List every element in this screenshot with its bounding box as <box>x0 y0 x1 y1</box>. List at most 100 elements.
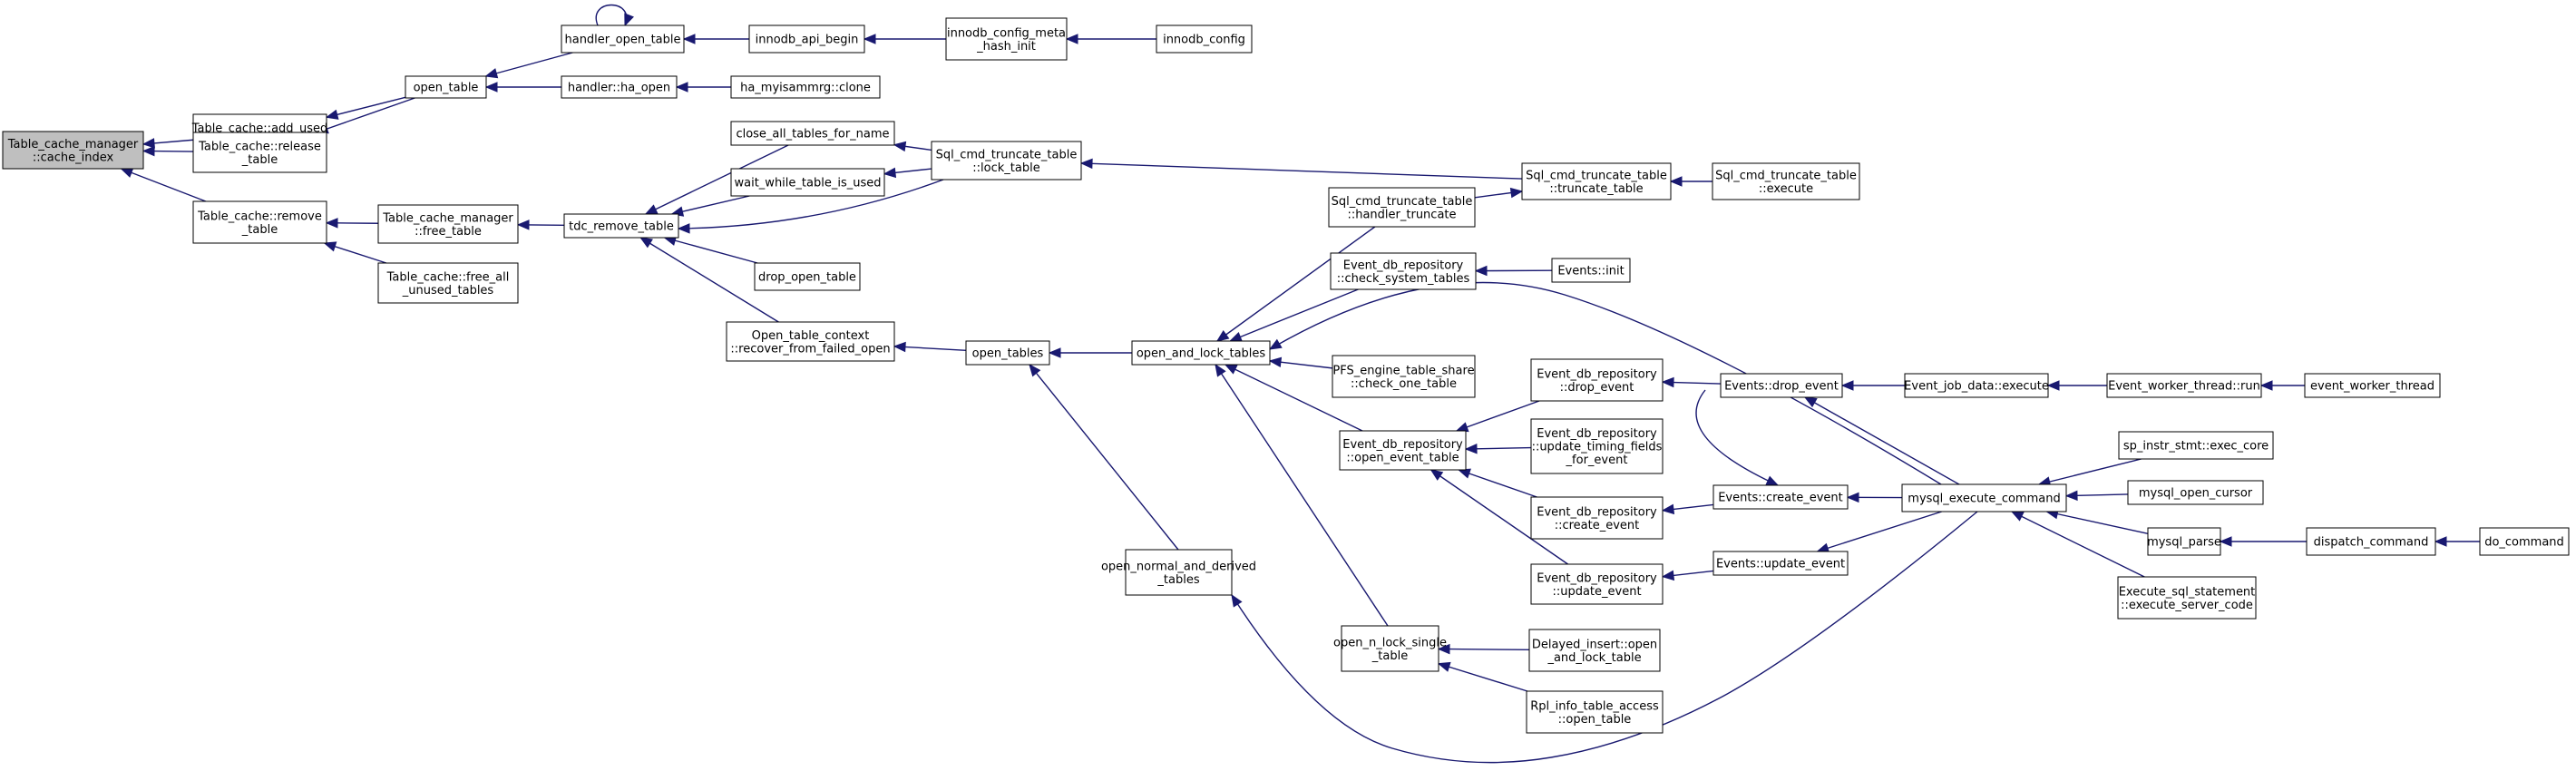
node-box[interactable] <box>561 75 678 99</box>
node-box[interactable] <box>1332 355 1476 398</box>
node-box[interactable] <box>754 262 861 291</box>
node-rpl-info-open-table[interactable]: Rpl_info_table_access::open_table <box>1526 690 1664 734</box>
node-box[interactable] <box>1131 340 1271 366</box>
node-ha-myisammrg-clone[interactable]: ha_myisammrg::clone <box>730 75 881 99</box>
node-event-worker-thread[interactable]: event_worker_thread <box>2304 373 2441 398</box>
node-box[interactable] <box>1526 690 1664 734</box>
node-box[interactable] <box>1901 483 2067 512</box>
node-delayed-insert[interactable]: Delayed_insert::open_and_lock_table <box>1528 629 1661 672</box>
node-drop-open-table[interactable]: drop_open_table <box>754 262 861 291</box>
node-box[interactable] <box>931 141 1082 181</box>
node-tc-free-all-unused[interactable]: Table_cache::free_all_unused_tables <box>377 262 519 304</box>
node-otc-recover[interactable]: Open_table_context::recover_from_failed_… <box>726 321 895 362</box>
node-open-and-lock-tables[interactable]: open_and_lock_tables <box>1131 340 1271 366</box>
node-box[interactable] <box>2118 431 2274 460</box>
node-open-normal-derived[interactable]: open_normal_and_derived_tables <box>1101 549 1256 596</box>
arrowhead-icon <box>1048 347 1061 358</box>
arrowhead-icon <box>1669 176 1683 187</box>
node-events-create-event[interactable]: Events::create_event <box>1712 484 1849 510</box>
node-box[interactable] <box>405 75 487 99</box>
node-tdc-remove-table[interactable]: tdc_remove_table <box>563 213 679 239</box>
node-mysql-parse[interactable]: mysql_parse <box>2147 527 2221 556</box>
node-cache-index[interactable]: Table_cache_manager::cache_index <box>2 131 144 170</box>
node-box[interactable] <box>1156 24 1253 54</box>
node-box[interactable] <box>2479 527 2570 556</box>
node-box[interactable] <box>1341 625 1439 672</box>
node-box[interactable] <box>1125 549 1233 596</box>
node-box[interactable] <box>1339 430 1467 471</box>
node-box[interactable] <box>726 321 895 362</box>
node-box[interactable] <box>2127 480 2264 505</box>
node-box[interactable] <box>563 213 679 239</box>
node-box[interactable] <box>965 340 1050 366</box>
node-open-n-lock-single[interactable]: open_n_lock_single_table <box>1333 625 1447 672</box>
node-edr-open-event-table[interactable]: Event_db_repository::open_event_table <box>1339 430 1467 471</box>
node-handler-open-table[interactable]: handler_open_table <box>561 24 685 54</box>
edge-wait_while_table-to-tdc_remove_table <box>670 195 750 217</box>
node-box[interactable] <box>192 200 327 244</box>
node-edr-drop-event[interactable]: Event_db_repository::drop_event <box>1530 358 1664 402</box>
node-box[interactable] <box>2304 373 2441 398</box>
node-wait-while-table[interactable]: wait_while_table_is_used <box>730 168 885 197</box>
node-mysql-open-cursor[interactable]: mysql_open_cursor <box>2127 480 2264 505</box>
node-handler-ha-open[interactable]: handler::ha_open <box>561 75 678 99</box>
node-box[interactable] <box>1521 162 1672 200</box>
node-open-tables[interactable]: open_tables <box>965 340 1050 366</box>
node-box[interactable] <box>1904 373 2049 398</box>
node-box[interactable] <box>1328 187 1476 228</box>
node-box[interactable] <box>1530 358 1664 402</box>
node-sql-lock-table[interactable]: Sql_cmd_truncate_table::lock_table <box>931 141 1082 181</box>
node-event-worker-run[interactable]: Event_worker_thread::run <box>2106 373 2262 398</box>
node-sql-truncate-table[interactable]: Sql_cmd_truncate_table::truncate_table <box>1521 162 1672 200</box>
node-events-init[interactable]: Events::init <box>1551 258 1631 283</box>
node-box[interactable] <box>730 168 885 197</box>
node-box[interactable] <box>1551 258 1631 283</box>
node-box[interactable] <box>1530 418 1664 474</box>
node-close-all-tables[interactable]: close_all_tables_for_name <box>730 121 895 146</box>
node-box[interactable] <box>1530 496 1664 540</box>
node-innodb-config[interactable]: innodb_config <box>1156 24 1253 54</box>
node-events-update-event[interactable]: Events::update_event <box>1712 551 1849 576</box>
node-sql-handler-truncate[interactable]: Sql_cmd_truncate_table::handler_truncate <box>1328 187 1476 228</box>
node-dispatch-command[interactable]: dispatch_command <box>2306 527 2436 556</box>
node-box[interactable] <box>945 17 1068 61</box>
node-box[interactable] <box>2106 373 2262 398</box>
node-remove-table[interactable]: Table_cache::remove_table <box>192 200 327 244</box>
node-box[interactable] <box>748 24 865 54</box>
node-box[interactable] <box>1712 484 1849 510</box>
node-innodb-config-meta[interactable]: innodb_config_meta_hash_init <box>945 17 1068 61</box>
node-edr-check-system[interactable]: Event_db_repository::check_system_tables <box>1330 252 1477 290</box>
node-edr-create-event[interactable]: Event_db_repository::create_event <box>1530 496 1664 540</box>
node-box[interactable] <box>1720 373 1843 398</box>
node-box[interactable] <box>192 132 327 173</box>
node-box[interactable] <box>1530 563 1664 605</box>
node-box[interactable] <box>1330 252 1477 290</box>
node-sp-instr-exec-core[interactable]: sp_instr_stmt::exec_core <box>2118 431 2274 460</box>
node-box[interactable] <box>1528 629 1661 672</box>
node-box[interactable] <box>2117 576 2257 620</box>
node-box[interactable] <box>1712 162 1860 200</box>
node-label: ::execute_server_code <box>2121 599 2253 612</box>
node-innodb-api-begin[interactable]: innodb_api_begin <box>748 24 865 54</box>
node-open-table[interactable]: open_table <box>405 75 487 99</box>
node-box[interactable] <box>730 75 881 99</box>
node-box[interactable] <box>730 121 895 146</box>
node-box[interactable] <box>2147 527 2221 556</box>
node-edr-update-timing[interactable]: Event_db_repository::update_timing_field… <box>1530 418 1664 474</box>
node-events-drop-event[interactable]: Events::drop_event <box>1720 373 1843 398</box>
node-box[interactable] <box>2 131 144 170</box>
node-box[interactable] <box>377 262 519 304</box>
node-do-command[interactable]: do_command <box>2479 527 2570 556</box>
node-release-table[interactable]: Table_cache::release_table <box>192 132 327 173</box>
node-box[interactable] <box>2306 527 2436 556</box>
node-pfs-check-one[interactable]: PFS_engine_table_share::check_one_table <box>1332 355 1476 398</box>
node-box[interactable] <box>561 24 685 54</box>
node-sql-execute[interactable]: Sql_cmd_truncate_table::execute <box>1712 162 1860 200</box>
node-tcm-free-table[interactable]: Table_cache_manager::free_table <box>377 204 519 244</box>
node-box[interactable] <box>1712 551 1849 576</box>
node-box[interactable] <box>377 204 519 244</box>
node-edr-update-event[interactable]: Event_db_repository::update_event <box>1530 563 1664 605</box>
node-event-job-execute[interactable]: Event_job_data::execute <box>1904 373 2049 398</box>
node-mysql-execute-command[interactable]: mysql_execute_command <box>1901 483 2067 512</box>
node-exec-sql-stmt[interactable]: Execute_sql_statement::execute_server_co… <box>2117 576 2257 620</box>
